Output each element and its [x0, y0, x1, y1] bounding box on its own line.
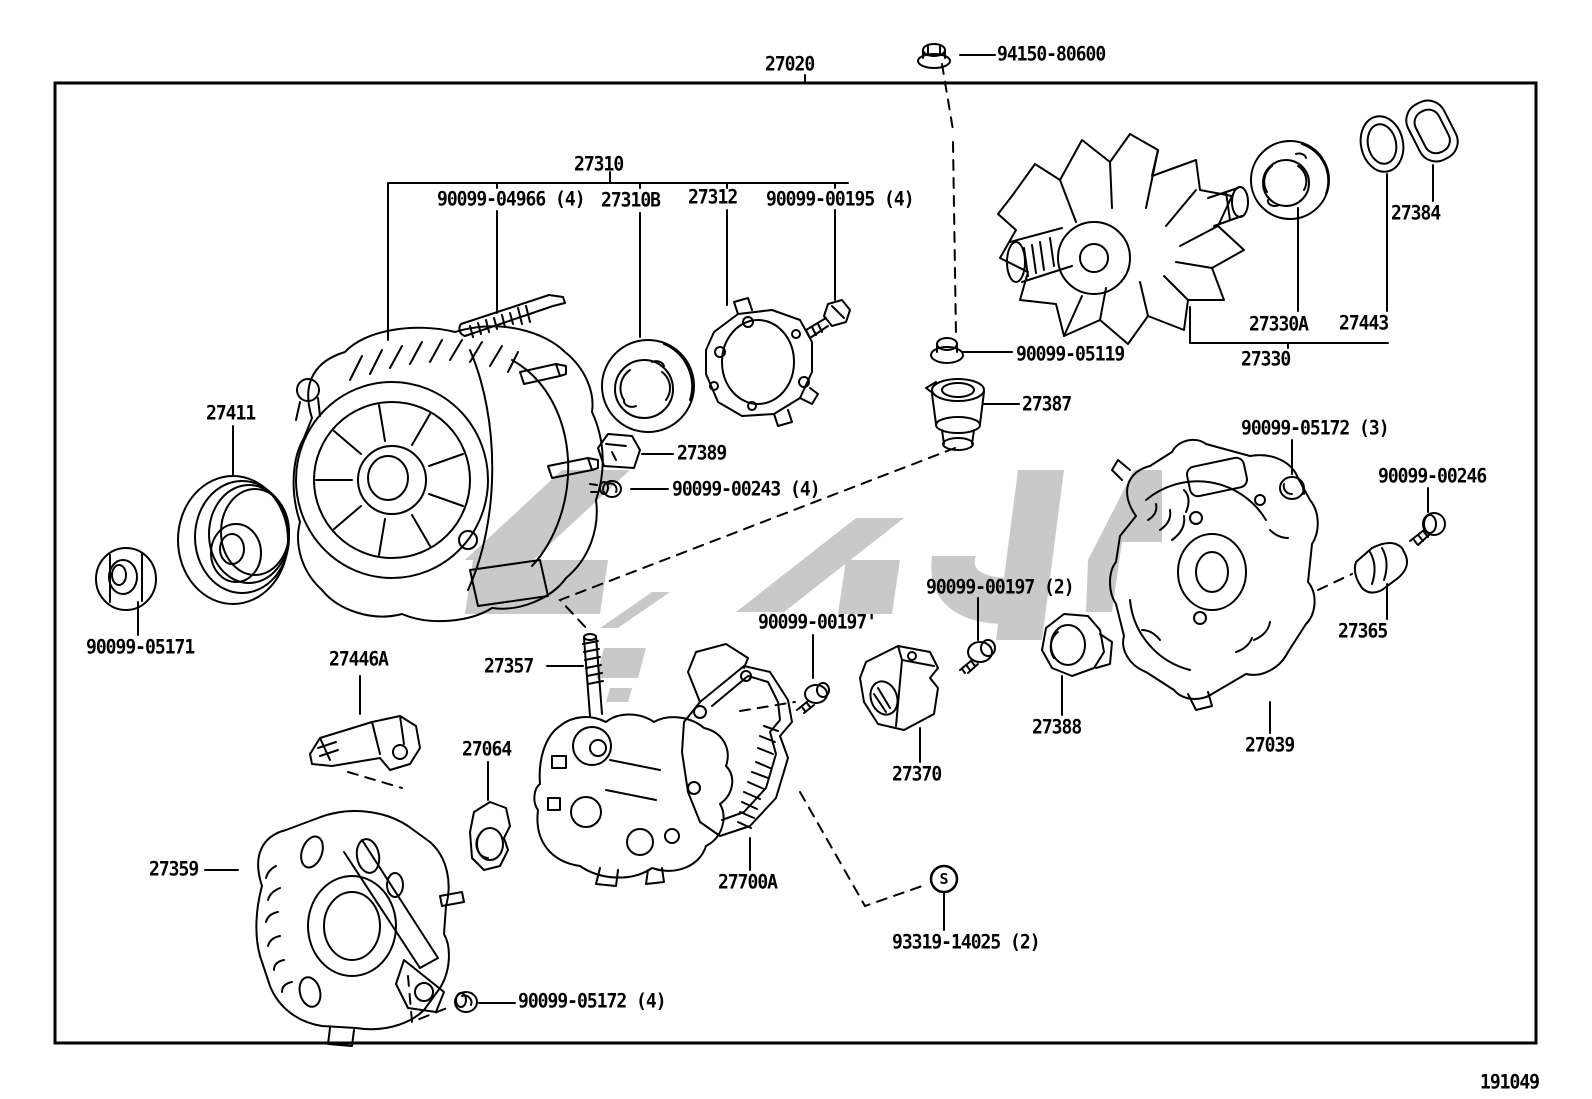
rear-end-frame-art: [1109, 438, 1319, 711]
part-label-90099-00246: 90099-00246: [1378, 464, 1487, 488]
part-label-90099-05172-4: 90099-05172 (4): [518, 989, 667, 1013]
frame-nut-art: [1279, 476, 1305, 500]
assembly-dashed-lines: [347, 63, 1353, 1024]
rotor-art: [997, 133, 1249, 345]
watermark-logo: [465, 470, 1162, 702]
terminal-block-art: [597, 433, 641, 469]
part-label-27411: 27411: [206, 401, 256, 425]
pulley-nut-art: [95, 547, 157, 611]
part-label-27389: 27389: [677, 441, 727, 465]
part-label-90099-05119: 90099-05119: [1016, 342, 1125, 366]
part-label-27388: 27388: [1032, 715, 1082, 739]
part-label-27330: 27330: [1241, 347, 1291, 371]
part-label-27357: 27357: [484, 654, 534, 678]
pulley-lock-nut-art: [917, 43, 951, 69]
part-label-27330A: 27330A: [1249, 312, 1309, 336]
part-label-90099-00243: 90099-00243 (4): [672, 477, 821, 501]
wire-clamp-art: [1353, 542, 1408, 594]
part-label-94150-80600: 94150-80600: [997, 42, 1106, 66]
part-label-27310B: 27310B: [601, 188, 661, 212]
part-label-90099-00197-2: 90099-00197 (2): [926, 575, 1075, 599]
part-label-27443: 27443: [1339, 311, 1389, 335]
part-label-27387: 27387: [1022, 392, 1072, 416]
brush-holder-art: [533, 633, 734, 887]
front-bearing-art: [601, 339, 695, 433]
part-label-90099-00195: 90099-00195 (4): [766, 187, 915, 211]
pulley-art: [177, 475, 290, 605]
s-marker-circle: [929, 864, 959, 894]
part-label-27312: 27312: [688, 185, 738, 209]
bracket-screw-art: [454, 991, 478, 1013]
bearing-cover-art: [1405, 99, 1459, 163]
diagram-border: [53, 81, 1538, 1045]
cover-screw-b-art: [796, 682, 830, 714]
end-cover-art: [1041, 613, 1113, 677]
part-label-27039: 27039: [1245, 733, 1295, 757]
leader-lines: [137, 54, 1434, 1004]
part-label-27700A: 27700A: [718, 870, 778, 894]
part-label-27310: 27310: [574, 152, 624, 176]
through-stud-art: [458, 294, 566, 338]
part-label-27365: 27365: [1338, 619, 1388, 643]
bearing-washer-art: [1359, 115, 1405, 173]
housing-screw-art: [589, 480, 622, 498]
part-label-27446A: 27446A: [329, 647, 389, 671]
part-label-27370: 27370: [892, 762, 942, 786]
alternator-assembly-art: [292, 325, 604, 623]
rear-bearing-art: [1250, 140, 1330, 220]
front-bracket-art: [255, 810, 465, 1047]
part-label-27064: 27064: [462, 737, 512, 761]
part-label-90099-05172-3: 90099-05172 (3): [1241, 416, 1390, 440]
part-label-90099-04966: 90099-04966 (4): [437, 187, 586, 211]
part-label-27020: 27020: [765, 52, 815, 76]
part-label-27359: 27359: [149, 857, 199, 881]
terminal-bracket-art: [309, 715, 421, 771]
insulator-plate-art: [469, 801, 511, 871]
part-label-90099-05171: 90099-05171: [86, 635, 195, 659]
retainer-bolt-art: [805, 299, 851, 339]
bearing-retainer-art: [705, 297, 819, 427]
part-label-27384: 27384: [1391, 201, 1441, 225]
frame-bolt-art: [1409, 512, 1446, 546]
cover-screw-a-art: [959, 639, 996, 674]
s-marker-letter: S: [939, 870, 949, 888]
terminal-nut-art: [930, 337, 964, 364]
drawing-number: 191049: [1480, 1070, 1540, 1094]
part-label-93319-14025: 93319-14025 (2): [892, 930, 1041, 954]
part-label-90099-00197: 90099-00197': [758, 610, 877, 634]
rectifier-art: [681, 643, 793, 837]
voltage-regulator-art: [859, 645, 939, 731]
terminal-insulator-art: [925, 378, 985, 451]
